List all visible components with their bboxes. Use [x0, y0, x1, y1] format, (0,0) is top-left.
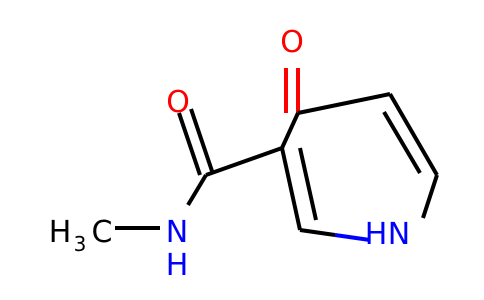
bond-c6-n1: [421, 174, 439, 219]
bond-c2-c3: [280, 147, 302, 231]
amide-hydrogen-label: H: [166, 248, 189, 283]
bond-camide-o-right: [189, 108, 214, 172]
bond-n1-c2-black: [299, 228, 336, 237]
ring-oxygen-label: O: [280, 25, 304, 60]
bond-camide-o-left: [177, 112, 202, 176]
bond-c4-c5: [297, 92, 391, 115]
methyl-subscript-label: 3: [74, 232, 87, 256]
bond-c5-c6: [388, 92, 439, 177]
amide-oxygen-label: O: [166, 85, 190, 120]
bond-c3-camide: [205, 146, 283, 177]
bond-c3-c4: [280, 112, 300, 149]
methyl-carbon-label: C: [92, 215, 113, 250]
bond-c2-c3-inner: [298, 147, 318, 221]
amide-nitrogen-label: N: [166, 215, 188, 250]
methyl-hydrogen-label: H: [49, 215, 72, 250]
bond-c5-c6-inner: [382, 110, 422, 175]
bond-n1-c2: [334, 233, 371, 242]
bond-camide-n: [186, 173, 208, 207]
ring-hydrogen-label: H: [365, 217, 388, 252]
bonds: [115, 68, 439, 242]
atom-labels: O O N H N H H 3 C: [49, 25, 411, 283]
ring-nitrogen-label: N: [388, 217, 410, 252]
